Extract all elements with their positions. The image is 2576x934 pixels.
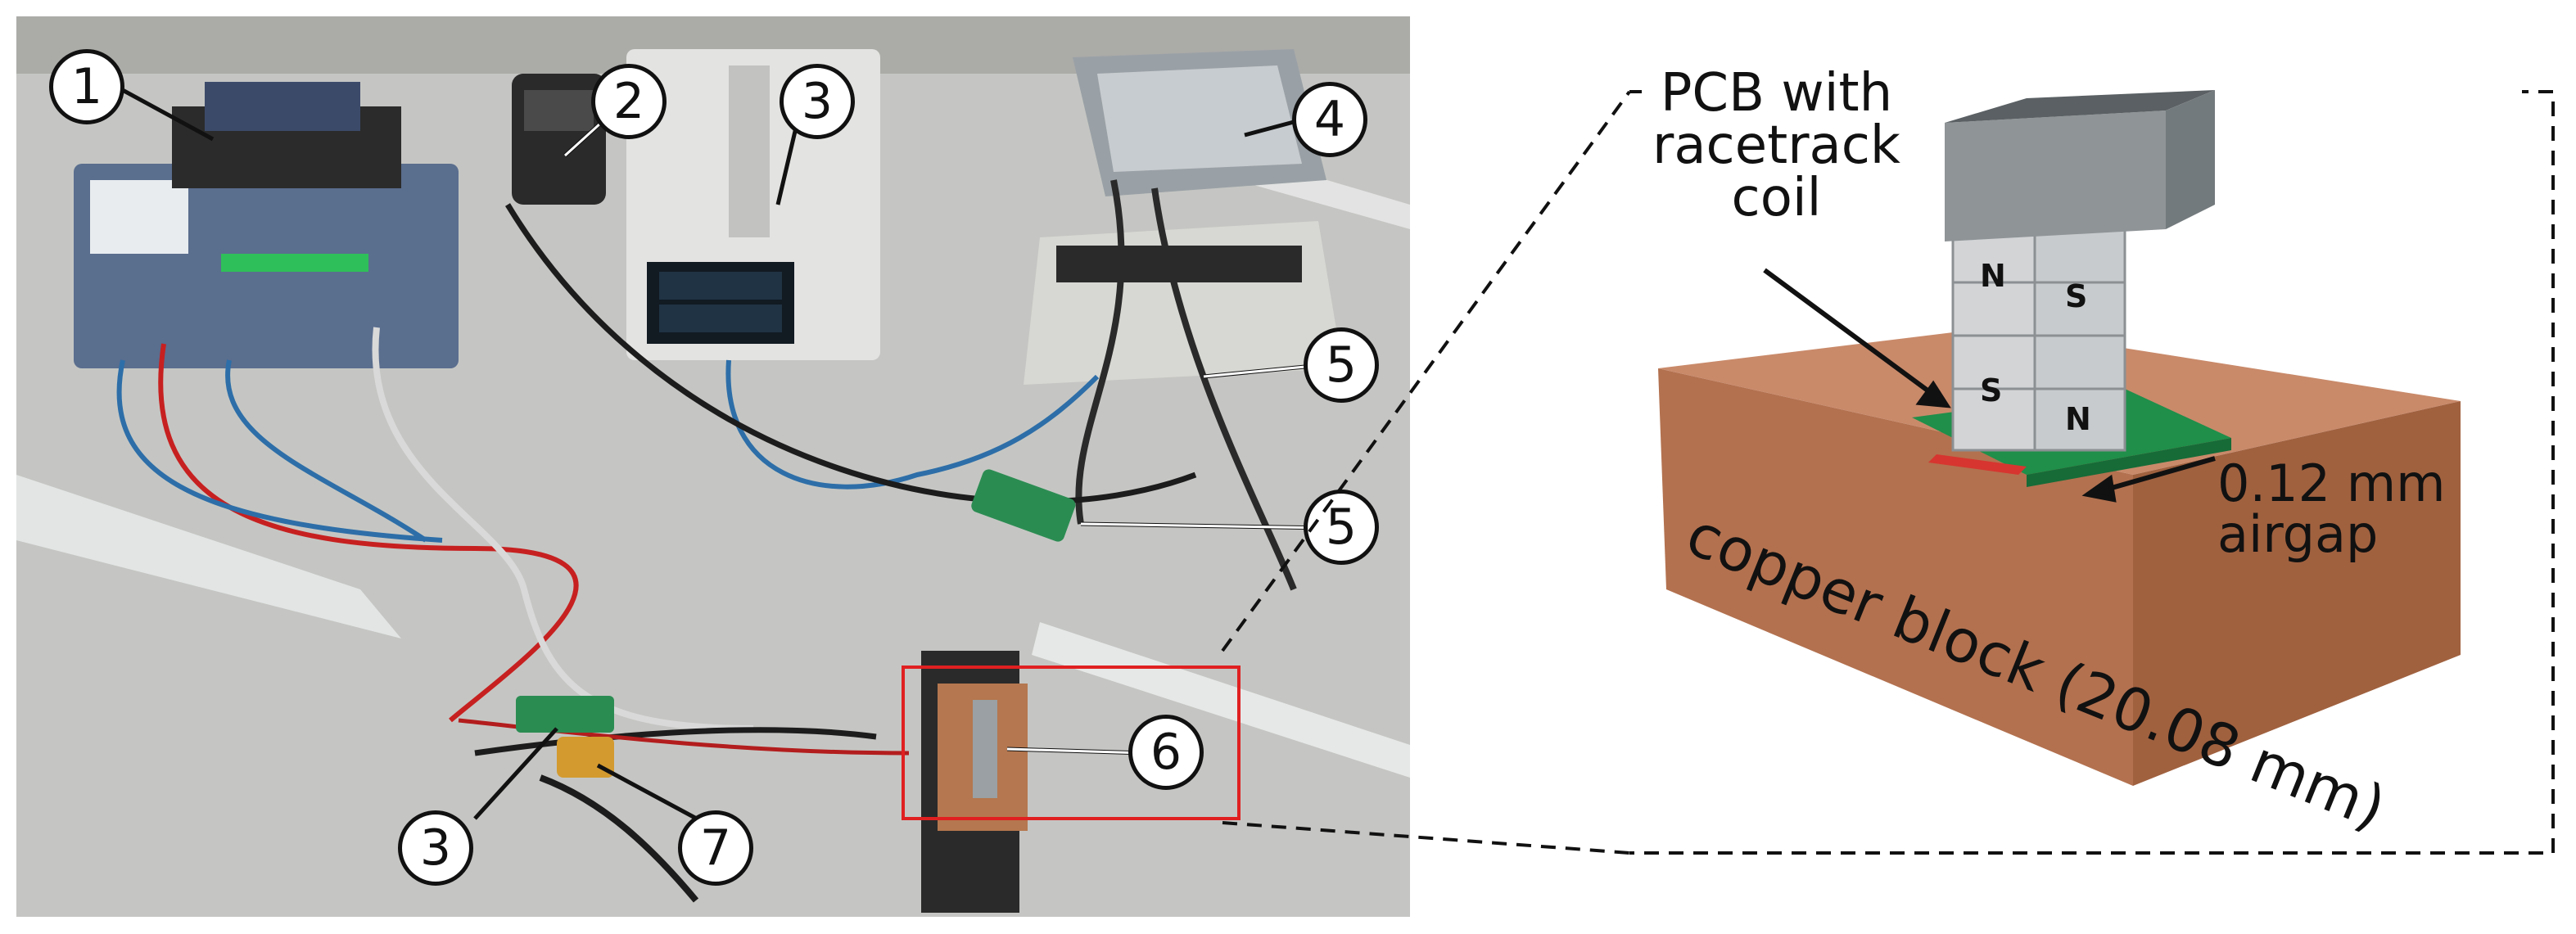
magnet-letter-s-bottom: S xyxy=(1980,372,2003,408)
airgap-label-line-1: 0.12 mm xyxy=(2217,453,2446,513)
copper-block-photo xyxy=(1642,65,2522,835)
magnet-letter-n-bottom: N xyxy=(2065,401,2091,437)
test-fixture xyxy=(921,651,1028,913)
magnet-letter-n-top: N xyxy=(1980,258,2006,294)
pcb-label-line-2: racetrack xyxy=(1652,115,1900,176)
airgap-label: 0.12 mm airgap xyxy=(2217,458,2446,560)
magnet-letter-s-top: S xyxy=(2065,278,2088,314)
callout-2: 2 xyxy=(591,64,667,139)
callout-7: 7 xyxy=(678,810,753,886)
callout-5-top: 5 xyxy=(1304,327,1379,403)
airgap-label-line-2: airgap xyxy=(2217,504,2379,564)
lab-setup-photo xyxy=(16,16,1410,917)
small-pcb xyxy=(516,696,614,733)
callout-6: 6 xyxy=(1128,715,1204,790)
pcb-label-line-3: coil xyxy=(1731,168,1822,228)
callout-5-bottom: 5 xyxy=(1304,490,1379,565)
highlight-box xyxy=(902,666,1241,820)
bench-power-supply xyxy=(1024,221,1343,385)
copper-block-drawing xyxy=(1658,90,2461,786)
callout-3-top: 3 xyxy=(780,64,855,139)
lab-setup-drawing xyxy=(16,16,1410,917)
callout-3-bottom: 3 xyxy=(398,810,473,886)
callout-4: 4 xyxy=(1292,82,1367,157)
sensor-pcb xyxy=(971,469,1076,542)
callout-1: 1 xyxy=(49,49,124,124)
pcb-label-line-1: PCB with xyxy=(1660,63,1893,124)
pcb-label: PCB with racetrack coil xyxy=(1652,67,1900,224)
power-supply-1 xyxy=(74,82,459,368)
multimeter xyxy=(512,74,606,205)
